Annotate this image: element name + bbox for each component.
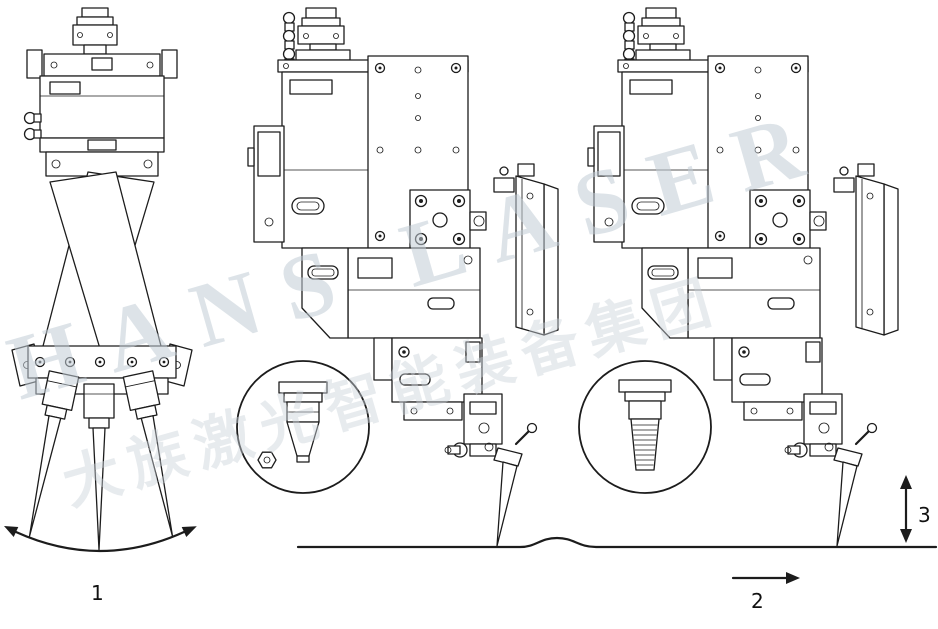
vertical-double-arrow <box>900 475 912 543</box>
front-view-machine <box>11 7 193 551</box>
callout-2-label: 2 <box>751 589 764 613</box>
swing-arc-arrow <box>4 526 197 553</box>
workpiece-ground-line <box>296 536 938 549</box>
callout-1-label: 1 <box>91 581 104 605</box>
direction-arrow <box>731 572 800 584</box>
detail-circle-threaded-nozzle <box>578 360 712 494</box>
detail-circle-flat-nozzle <box>236 360 370 494</box>
callout-3-label: 3 <box>918 503 931 527</box>
nozzle-center <box>83 383 115 551</box>
nozzle-right <box>122 370 174 538</box>
nozzle-left <box>28 370 80 538</box>
